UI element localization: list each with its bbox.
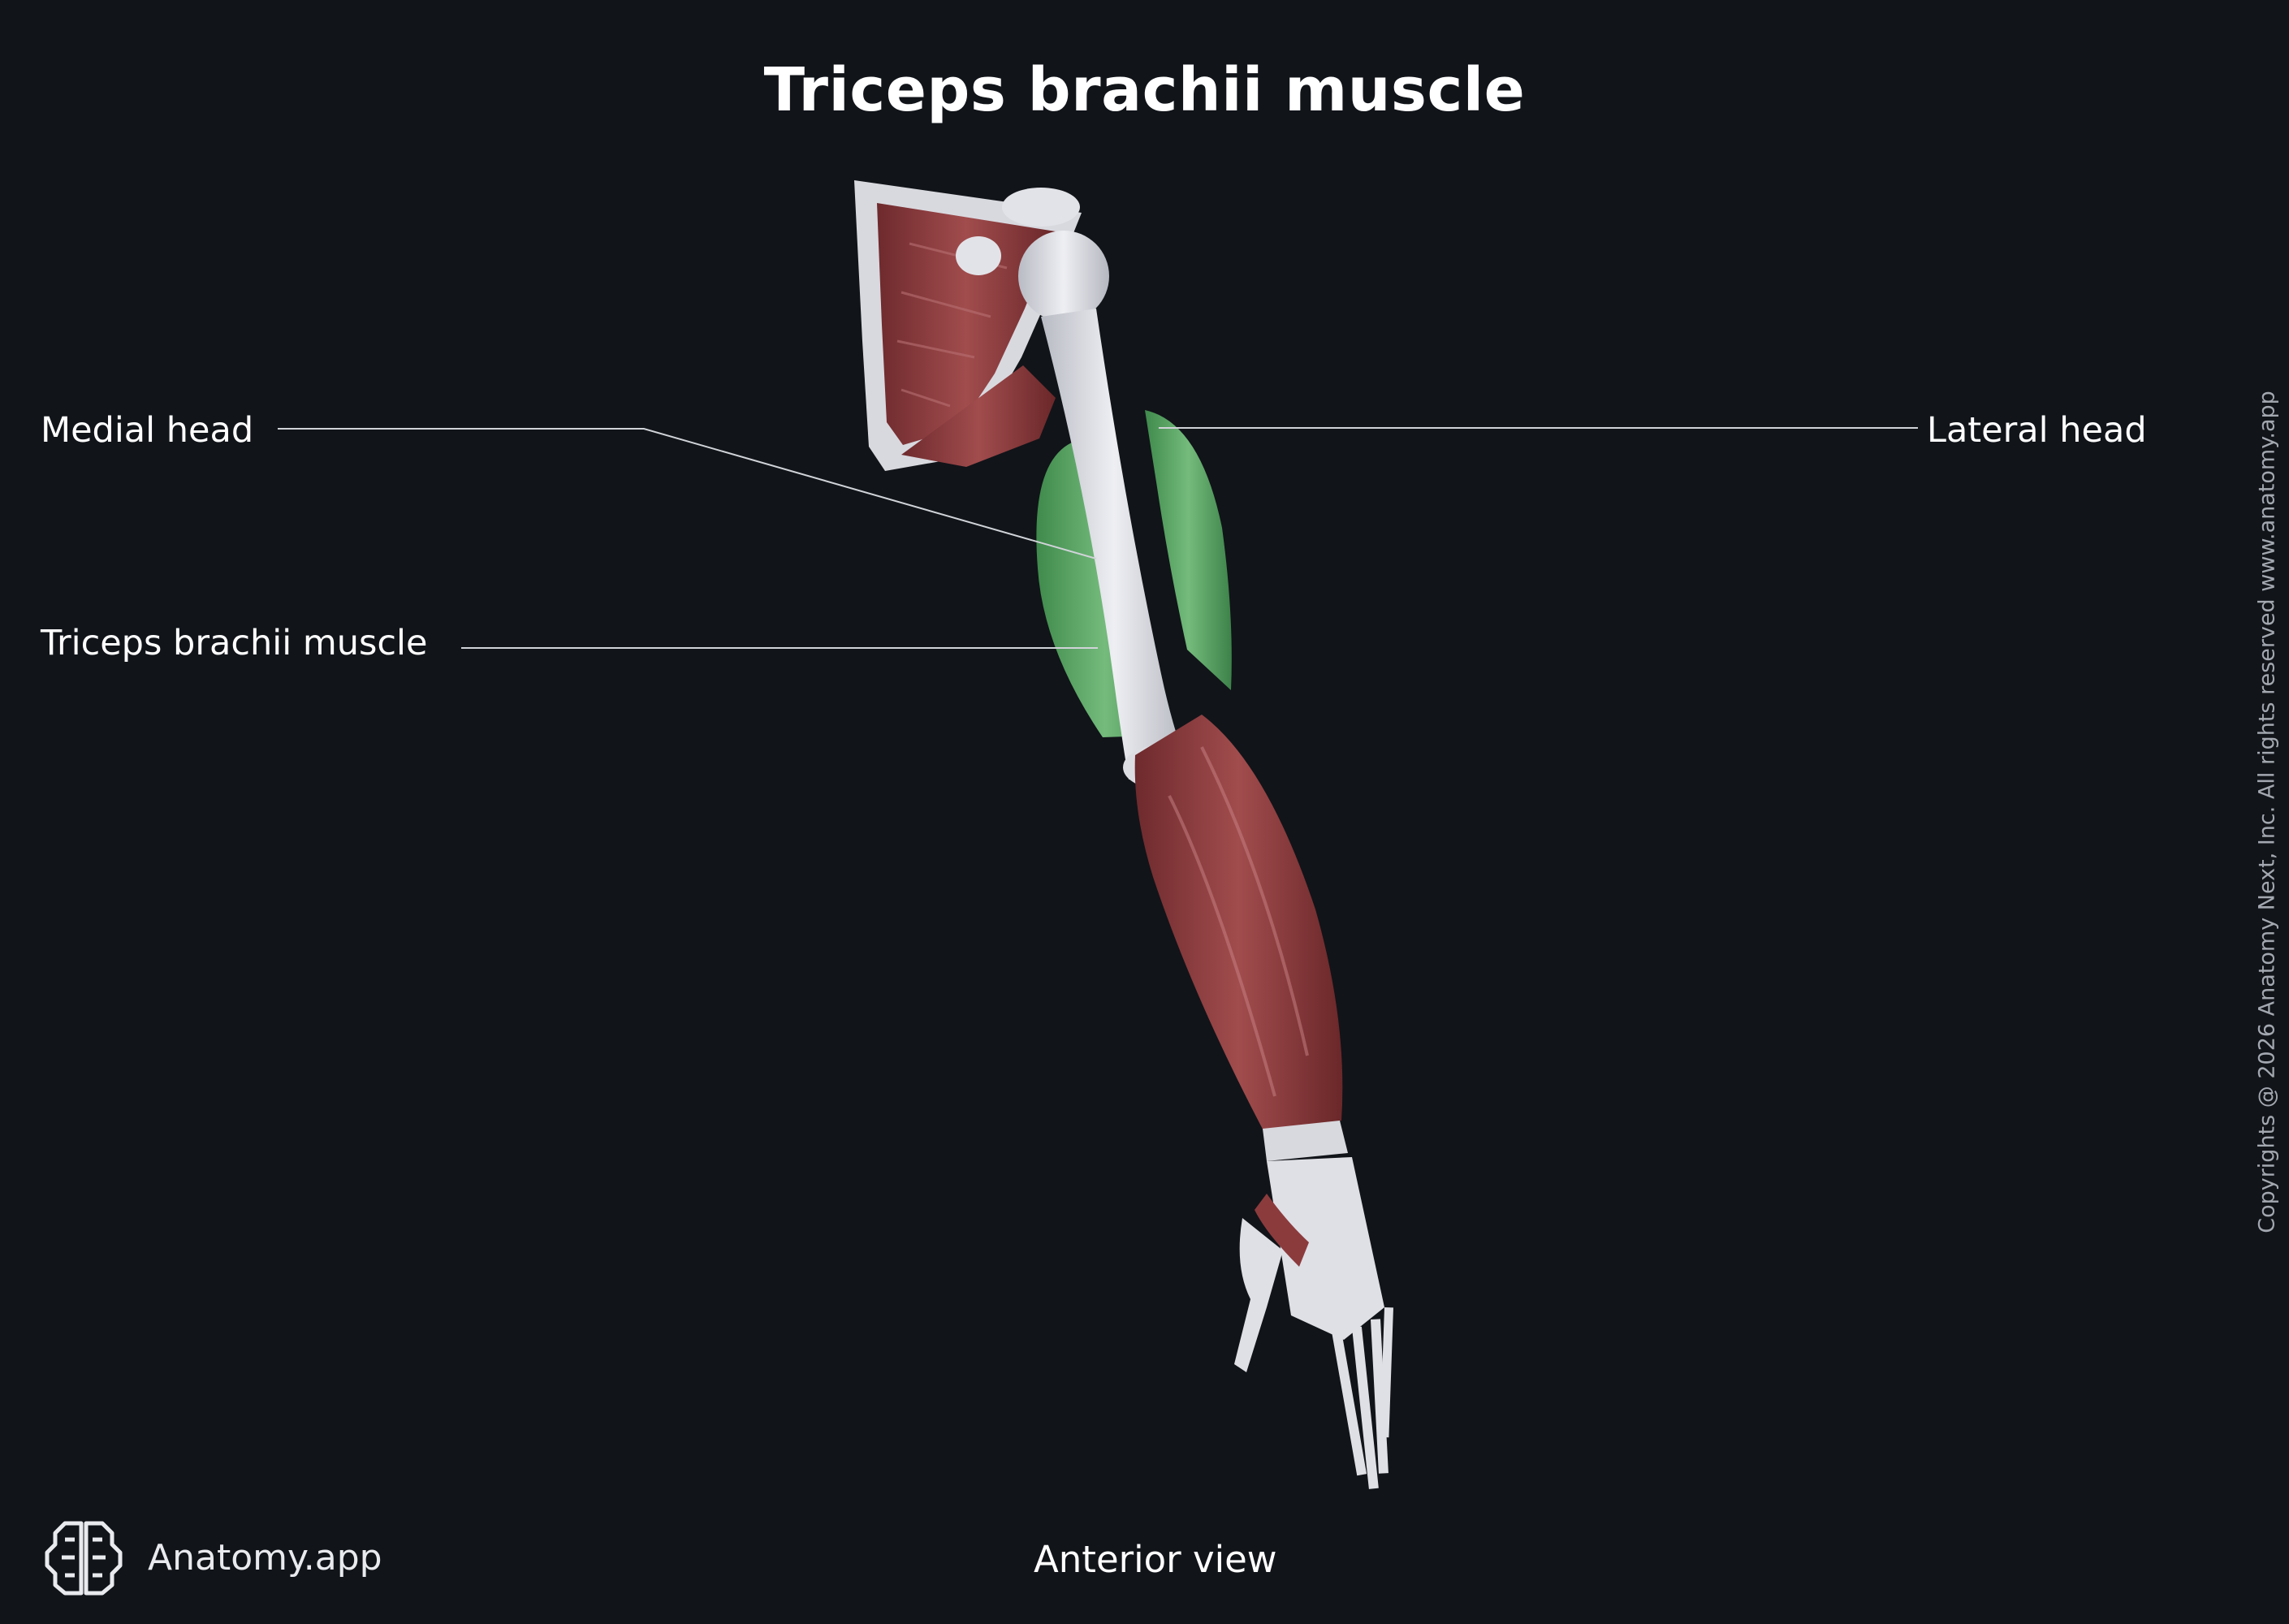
brain-logo-icon — [45, 1521, 123, 1596]
hand — [1234, 1157, 1393, 1489]
label-medial-head: Medial head — [41, 410, 254, 451]
brand-name: Anatomy.app — [148, 1537, 382, 1579]
medial-head-leader — [278, 428, 1097, 559]
label-triceps-brachii: Triceps brachii muscle — [41, 623, 428, 663]
label-lateral-head: Lateral head — [1927, 410, 2147, 451]
page-title: Triceps brachii muscle — [763, 55, 1526, 125]
teres-muscle — [901, 365, 1056, 467]
view-caption: Anterior view — [1034, 1538, 1277, 1581]
leader-lines — [278, 427, 1918, 649]
copyright-notice: Copyrights @ 2026 Anatomy Next, Inc. All… — [2254, 391, 2280, 1233]
forearm — [1134, 715, 1348, 1161]
